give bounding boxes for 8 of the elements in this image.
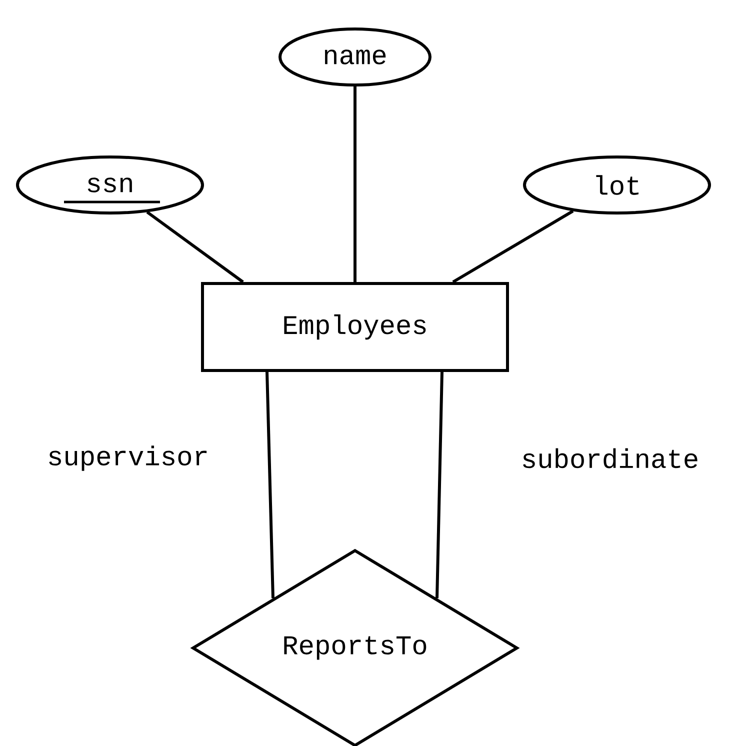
edge-label: supervisor [46,444,210,472]
connector-line [354,86,356,282]
connector-line [266,372,274,598]
connector-line [436,372,444,598]
connector-line [146,210,244,284]
entity-box: Employees [201,282,509,372]
connector-line [452,210,574,284]
edge-label: subordinate [520,447,700,470]
